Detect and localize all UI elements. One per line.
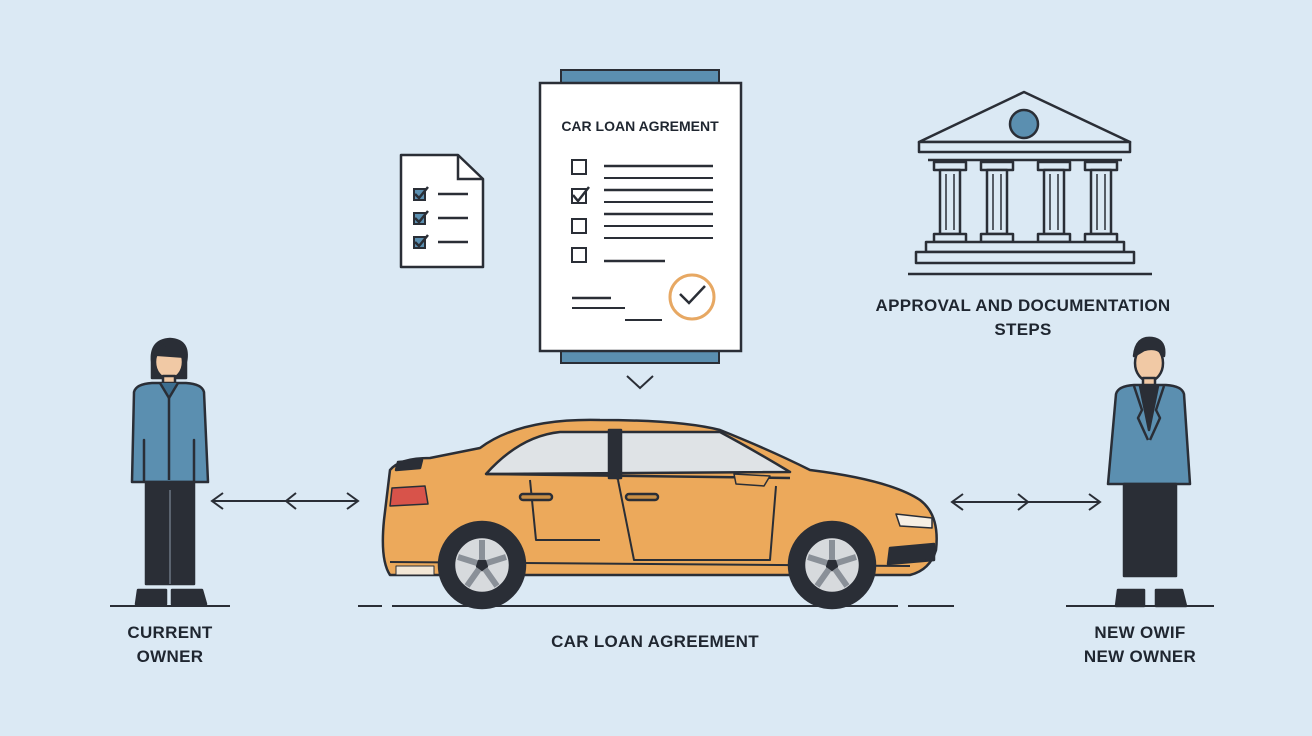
document-checkbox-3 <box>571 218 587 234</box>
approval-steps-line-2: STEPS <box>994 320 1052 339</box>
document-checkbox-4 <box>571 247 587 263</box>
approval-steps-label: APPROVAL AND DOCUMENTATION STEPS <box>840 294 1206 342</box>
car-illustration <box>381 418 938 610</box>
document-checkbox-1 <box>571 159 587 175</box>
approval-stamp-icon <box>668 273 716 321</box>
new-owner-line-1: NEW OWIF <box>1094 623 1186 642</box>
bank-building-icon <box>908 90 1152 276</box>
current-owner-figure <box>130 337 210 606</box>
new-owner-figure <box>1106 336 1192 608</box>
chevron-down-icon <box>626 375 654 390</box>
arrow-left-icon <box>210 492 360 510</box>
wheel-rear <box>437 520 527 610</box>
current-owner-label: CURRENT OWNER <box>100 621 240 669</box>
document-title: CAR LOAN AGREMENT <box>561 118 719 134</box>
current-owner-line-1: CURRENT <box>127 623 213 642</box>
checkmark-icon <box>572 186 590 203</box>
agreement-document: CAR LOAN AGREMENT <box>538 69 743 364</box>
approval-steps-line-1: APPROVAL AND DOCUMENTATION <box>875 296 1171 315</box>
document-checkbox-2 <box>571 186 590 204</box>
checklist-icon <box>399 153 485 269</box>
wheel-front <box>787 520 877 610</box>
new-owner-label: NEW OWIF NEW OWNER <box>1060 621 1220 669</box>
car-loan-agreement-label: CAR LOAN AGREEMENT <box>551 632 759 651</box>
arrow-right-icon <box>950 493 1102 511</box>
current-owner-line-2: OWNER <box>136 647 204 666</box>
new-owner-line-2: NEW OWNER <box>1083 647 1197 666</box>
